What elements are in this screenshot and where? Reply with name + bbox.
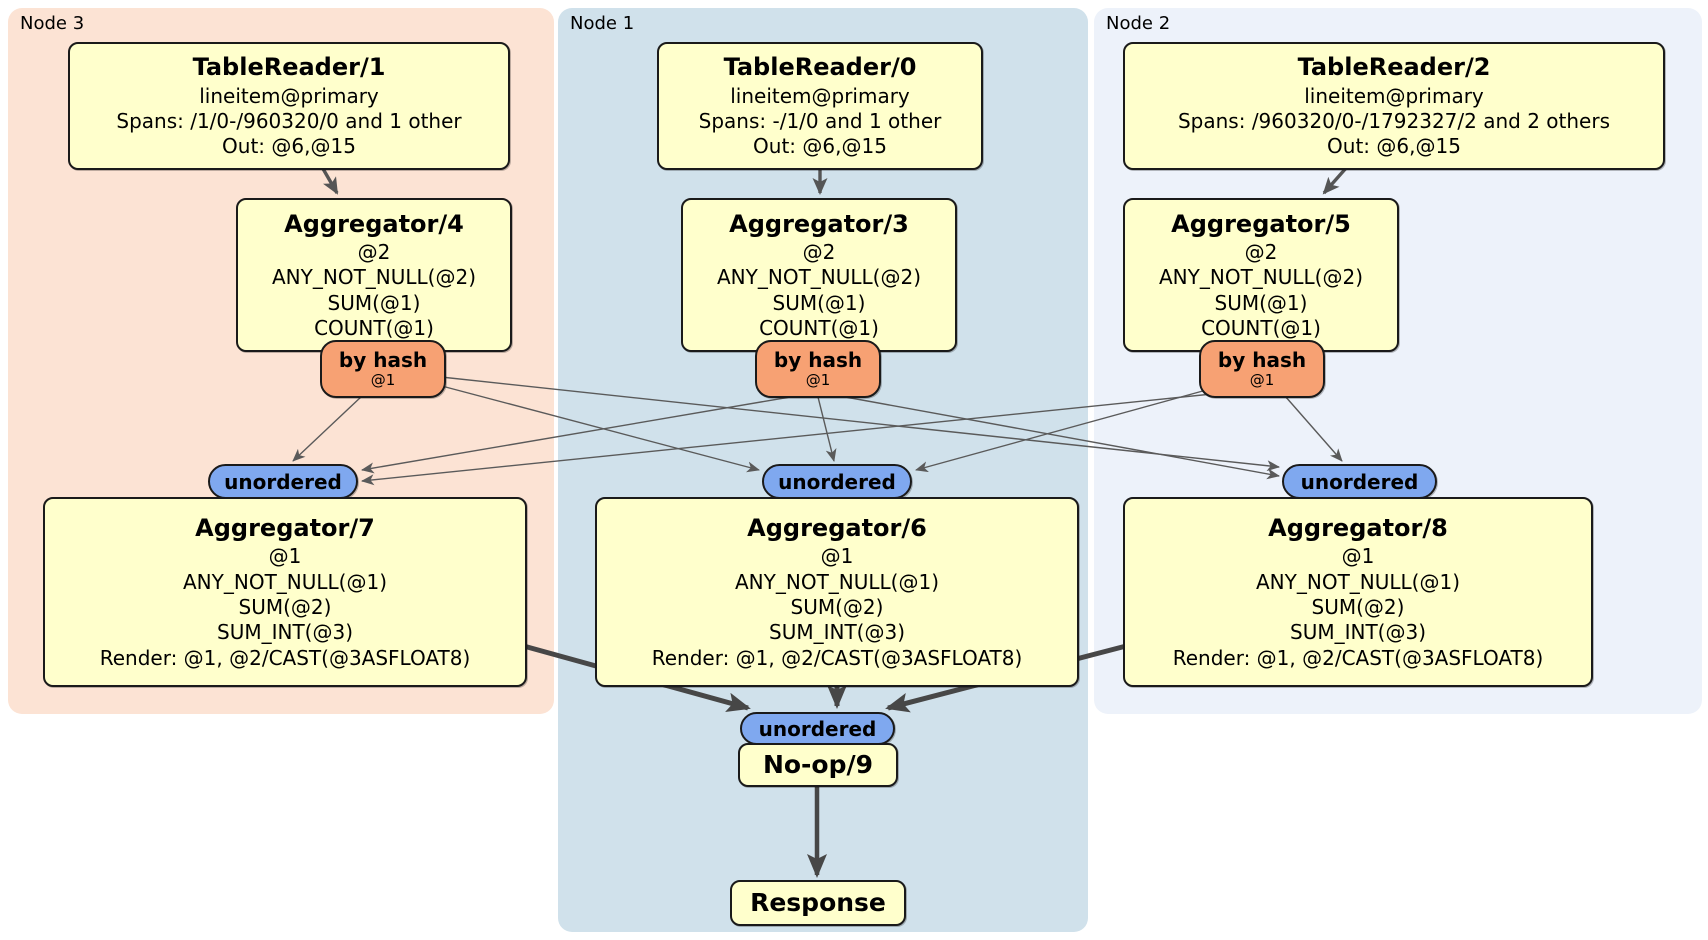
processor-title: No-op/9 <box>762 749 874 779</box>
processor-tablereader-0: TableReader/0 lineitem@primary Spans: -/… <box>657 42 983 170</box>
edge-router1-sync3 <box>361 395 797 474</box>
router-key: @1 <box>370 371 396 390</box>
processor-line: ANY_NOT_NULL(@1) <box>183 569 387 594</box>
processor-line: COUNT(@1) <box>759 315 879 340</box>
synchronizer-label: unordered <box>1300 469 1419 494</box>
processor-aggregator-7: Aggregator/7 @1 ANY_NOT_NULL(@1) SUM(@2)… <box>43 497 527 687</box>
processor-line: SUM(@2) <box>238 594 332 619</box>
processor-line: SUM(@1) <box>772 290 866 315</box>
processor-line: ANY_NOT_NULL(@2) <box>1159 265 1363 290</box>
processor-title: Aggregator/8 <box>1268 513 1448 542</box>
processor-line: Spans: /960320/0-/1792327/2 and 2 others <box>1177 108 1610 133</box>
edge-router2-sync3 <box>361 393 1213 486</box>
processor-line: Spans: /1/0-/960320/0 and 1 other <box>116 108 462 133</box>
edge-router2-sync1 <box>915 388 1211 473</box>
processor-line: @1 <box>820 544 854 569</box>
processor-line: SUM_INT(@3) <box>769 620 905 645</box>
router-key: @1 <box>1249 371 1275 390</box>
region-label-node1: Node 1 <box>570 13 635 34</box>
processor-line: SUM(@1) <box>1214 290 1308 315</box>
processor-line: ANY_NOT_NULL(@1) <box>1256 569 1460 594</box>
processor-line: @2 <box>1244 239 1278 264</box>
region-label-node2: Node 2 <box>1106 13 1171 34</box>
processor-title: Aggregator/6 <box>747 513 927 542</box>
edge-router3-sync1 <box>437 384 760 473</box>
synchronizer-label: unordered <box>778 469 896 494</box>
processor-line: Render: @1, @2/CAST(@3ASFLOAT8) <box>99 645 471 670</box>
processor-line: Out: @6,@15 <box>753 134 887 159</box>
processor-title: TableReader/0 <box>723 53 917 82</box>
edge-router1-sync2 <box>839 395 1280 480</box>
router-label: by hash <box>773 348 863 373</box>
edge-router3-sync2 <box>440 376 1280 472</box>
processor-line: Out: @6,@15 <box>222 134 356 159</box>
processor-line: SUM_INT(@3) <box>1290 620 1426 645</box>
processor-aggregator-4: Aggregator/4 @2 ANY_NOT_NULL(@2) SUM(@1)… <box>236 198 512 352</box>
router-by-hash-node1: by hash @1 <box>755 340 881 398</box>
processor-line: @2 <box>357 239 391 264</box>
processor-line: SUM(@1) <box>327 290 421 315</box>
processor-title: TableReader/2 <box>1297 53 1491 82</box>
processor-response: Response <box>730 880 906 926</box>
processor-line: Spans: -/1/0 and 1 other <box>698 108 942 133</box>
synchronizer-unordered-node2: unordered <box>1282 464 1437 499</box>
processor-aggregator-3: Aggregator/3 @2 ANY_NOT_NULL(@2) SUM(@1)… <box>681 198 957 352</box>
processor-title: TableReader/1 <box>192 53 386 82</box>
processor-line: COUNT(@1) <box>314 315 434 340</box>
processor-line: lineitem@primary <box>730 83 910 108</box>
edge-tr2-agg5 <box>1322 165 1349 195</box>
processor-line: @2 <box>802 239 836 264</box>
processor-aggregator-8: Aggregator/8 @1 ANY_NOT_NULL(@1) SUM(@2)… <box>1123 497 1593 687</box>
processor-line: ANY_NOT_NULL(@1) <box>735 569 939 594</box>
processor-tablereader-2: TableReader/2 lineitem@primary Spans: /9… <box>1123 42 1665 170</box>
processor-line: Render: @1, @2/CAST(@3ASFLOAT8) <box>1172 645 1544 670</box>
processor-line: lineitem@primary <box>199 83 379 108</box>
processor-title: Response <box>750 887 886 917</box>
processor-line: ANY_NOT_NULL(@2) <box>272 265 476 290</box>
processor-tablereader-1: TableReader/1 lineitem@primary Spans: /1… <box>68 42 510 170</box>
processor-line: Render: @1, @2/CAST(@3ASFLOAT8) <box>651 645 1023 670</box>
processor-aggregator-5: Aggregator/5 @2 ANY_NOT_NULL(@2) SUM(@1)… <box>1123 198 1399 352</box>
router-by-hash-node2: by hash @1 <box>1199 340 1325 398</box>
router-by-hash-node3: by hash @1 <box>320 340 446 398</box>
processor-line: lineitem@primary <box>1304 83 1484 108</box>
processor-title: Aggregator/4 <box>284 209 464 238</box>
edge-router1-sync1 <box>817 396 837 462</box>
processor-title: Aggregator/3 <box>729 209 909 238</box>
processor-line: COUNT(@1) <box>1201 315 1321 340</box>
processor-line: SUM(@2) <box>1311 594 1405 619</box>
edge-tr1-agg4 <box>320 166 339 195</box>
synchronizer-label: unordered <box>758 716 877 741</box>
synchronizer-unordered-node1: unordered <box>762 464 912 499</box>
processor-aggregator-6: Aggregator/6 @1 ANY_NOT_NULL(@1) SUM(@2)… <box>595 497 1079 687</box>
router-label: by hash <box>338 348 428 373</box>
processor-line: @1 <box>1341 544 1375 569</box>
processor-line: ANY_NOT_NULL(@2) <box>717 265 921 290</box>
processor-line: SUM(@2) <box>790 594 884 619</box>
processor-noop-9: No-op/9 <box>738 743 898 787</box>
synchronizer-label: unordered <box>224 469 342 494</box>
processor-title: Aggregator/7 <box>195 513 375 542</box>
router-key: @1 <box>805 371 831 390</box>
region-label-node3: Node 3 <box>20 13 85 34</box>
synchronizer-unordered-final: unordered <box>740 712 895 745</box>
processor-line: SUM_INT(@3) <box>217 620 353 645</box>
edge-router2-sync2 <box>1284 395 1343 462</box>
edge-router3-sync3 <box>292 395 363 462</box>
router-label: by hash <box>1217 348 1307 373</box>
processor-title: Aggregator/5 <box>1171 209 1351 238</box>
synchronizer-unordered-node3: unordered <box>208 464 358 499</box>
processor-line: @1 <box>268 544 302 569</box>
processor-line: Out: @6,@15 <box>1327 134 1461 159</box>
